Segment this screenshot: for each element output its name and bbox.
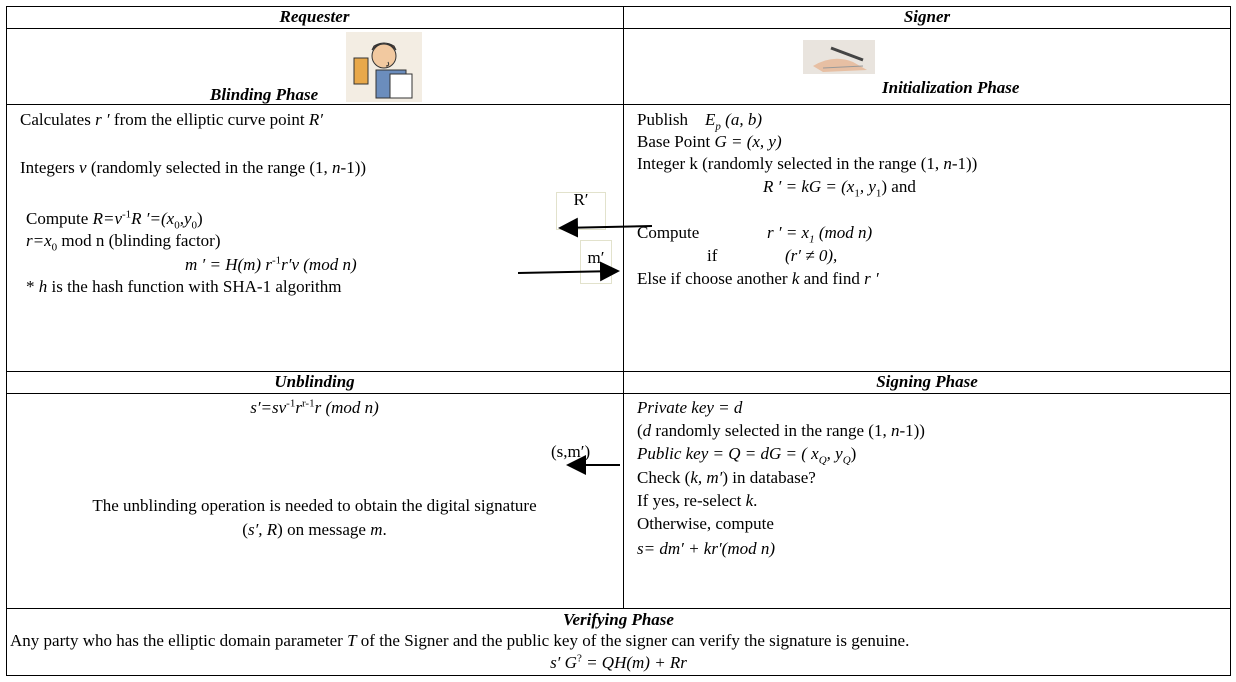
blinding-line-3: Compute R=v-1R ′=(x0,y0)	[26, 208, 203, 232]
init-else: Else if choose another k and find r ′	[637, 269, 879, 288]
signing-s-formula: s= dm′ + kr′(mod n)	[637, 539, 776, 558]
signing-otherwise: Otherwise, compute	[637, 514, 774, 533]
message-r-prime: R′	[556, 190, 606, 230]
blinding-line-2: Integers v (randomly selected in the ran…	[20, 158, 367, 177]
row-divider	[6, 371, 1231, 372]
signing-reselect: If yes, re-select k.	[637, 491, 758, 510]
unblinding-formula: s′=sv-1rr-1r (mod n)	[250, 397, 379, 417]
column-divider	[623, 6, 624, 608]
header-signer: Signer	[903, 7, 951, 26]
verify-desc: Any party who has the elliptic domain pa…	[10, 631, 910, 650]
blinding-line-4: r=x0 mod n (blinding factor)	[26, 231, 221, 254]
header-initialization-phase: Initialization Phase	[882, 78, 1020, 97]
init-rk: R ′ = kG = (x1, y1) and	[763, 177, 916, 200]
signing-private-key: Private key = d	[637, 398, 743, 417]
header-requester: Requester	[279, 7, 350, 26]
init-publish: Publish Ep (a, b)	[637, 110, 762, 133]
blinding-line-5: m ′ = H(m) r-1r′v (mod n)	[185, 254, 357, 274]
header-signing-phase: Signing Phase	[876, 372, 978, 391]
requester-illustration	[346, 32, 422, 102]
blinding-line-6: * h is the hash function with SHA-1 algo…	[26, 277, 342, 296]
verify-formula: s′ G? = QH(m) + Rr	[550, 652, 687, 672]
signing-public-key: Public key = Q = dG = ( xQ, yQ)	[637, 444, 857, 467]
unblinding-desc-1: The unblinding operation is needed to ob…	[92, 496, 537, 515]
arrow-r-prime	[558, 217, 653, 238]
header-verifying-phase: Verifying Phase	[563, 610, 674, 629]
row-divider	[6, 104, 1231, 105]
header-unblinding: Unblinding	[274, 372, 355, 391]
init-base-point: Base Point G = (x, y)	[637, 132, 782, 151]
header-blinding-phase: Blinding Phase	[210, 85, 319, 104]
init-r-formula: r ′ = x1 (mod n)	[767, 223, 873, 246]
signing-range: (d randomly selected in the range (1, n-…	[637, 421, 925, 440]
table-border	[6, 6, 1231, 676]
row-divider	[6, 28, 1231, 29]
unblinding-desc-2: (s′, R) on message m.	[242, 520, 387, 539]
init-if-cond: (r′ ≠ 0),	[785, 246, 838, 265]
init-if: if	[707, 246, 718, 265]
signer-illustration	[803, 40, 875, 74]
init-compute: Compute	[637, 223, 700, 242]
arrow-m-prime	[517, 261, 620, 282]
signing-check: Check (k, m′) in database?	[637, 468, 816, 487]
blinding-line-1: Calculates r ′ from the elliptic curve p…	[20, 110, 323, 129]
init-integer: Integer k (randomly selected in the rang…	[637, 154, 978, 173]
row-divider	[6, 608, 1231, 609]
row-divider	[6, 393, 1231, 394]
